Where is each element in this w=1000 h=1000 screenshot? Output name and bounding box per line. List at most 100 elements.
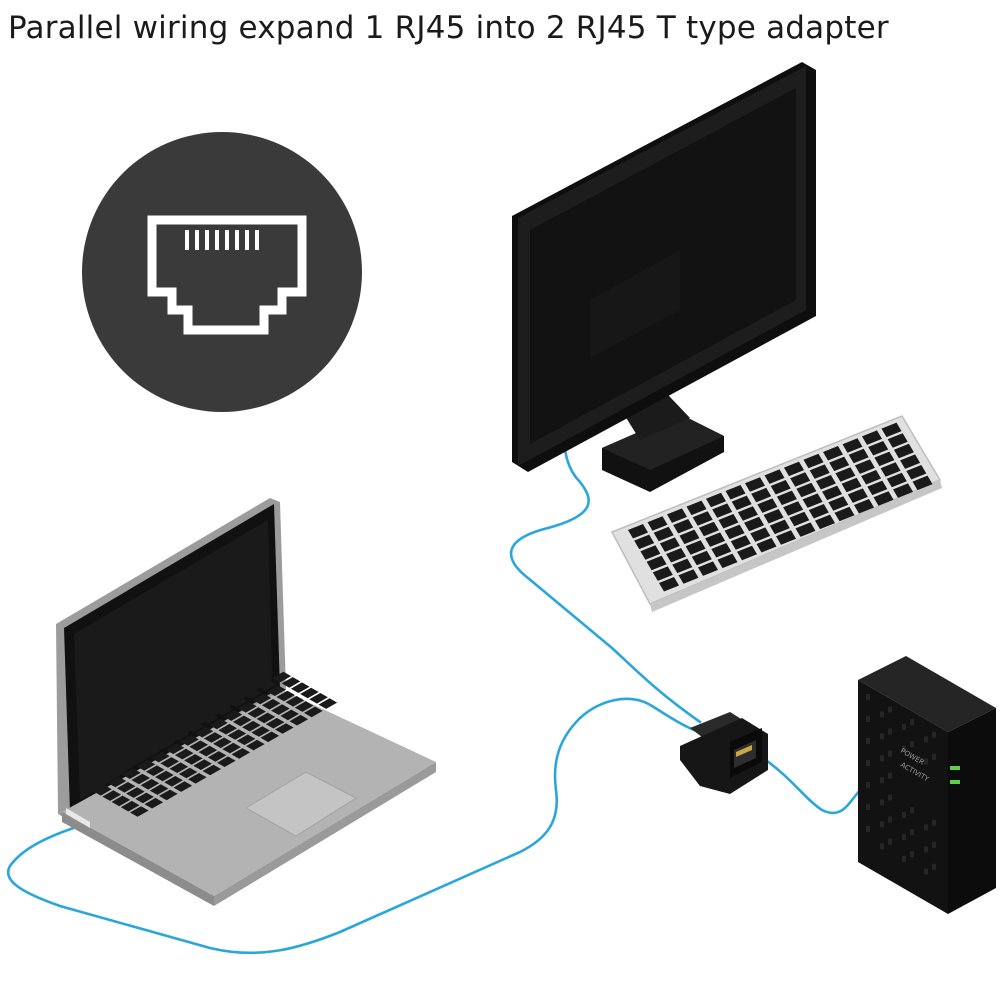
key [229, 696, 248, 708]
key [140, 779, 160, 790]
key [756, 538, 777, 553]
key [784, 461, 804, 477]
key [628, 524, 648, 539]
vent-hole [880, 755, 884, 762]
laptop-keys [84, 671, 338, 817]
key [815, 475, 836, 490]
key [731, 495, 752, 511]
key [634, 534, 655, 550]
key [912, 475, 933, 491]
key [730, 535, 751, 550]
key [712, 503, 733, 518]
key [122, 768, 141, 779]
key [737, 545, 757, 561]
vent-hole [880, 799, 884, 806]
key [887, 433, 908, 448]
key [252, 693, 272, 705]
vent-hole [910, 807, 914, 814]
key [93, 785, 112, 796]
key [267, 685, 286, 696]
key [822, 485, 843, 501]
key [717, 553, 738, 569]
key [745, 477, 765, 492]
power-led [950, 766, 960, 770]
key [198, 745, 218, 757]
t-adapter-icon [680, 712, 768, 794]
vent-hole [902, 855, 906, 862]
key [808, 504, 829, 519]
key [178, 767, 198, 779]
key [718, 514, 739, 529]
key [281, 677, 301, 688]
key [725, 485, 746, 500]
key [842, 438, 863, 453]
key [867, 480, 888, 496]
vent-hole [888, 794, 892, 801]
vent-hole [910, 719, 914, 726]
key [672, 558, 693, 574]
key [776, 530, 796, 545]
monitor-icon [512, 62, 816, 492]
vent-hole [924, 868, 928, 875]
vent-hole [932, 863, 936, 870]
key [900, 454, 921, 469]
vent-hole [880, 733, 884, 740]
key [823, 446, 843, 461]
key [881, 422, 902, 438]
key [763, 509, 784, 524]
keyboard-keys [628, 422, 933, 592]
key [796, 482, 817, 498]
network-cables [6, 428, 862, 955]
key [770, 480, 791, 495]
key [111, 795, 131, 807]
key [217, 756, 236, 767]
key [159, 789, 178, 801]
key [280, 709, 299, 721]
key [848, 448, 869, 464]
key [189, 740, 208, 752]
key [218, 723, 237, 735]
vent-hole [902, 833, 906, 840]
key [854, 499, 874, 514]
vent-hole [866, 804, 870, 810]
key [646, 555, 667, 571]
key [113, 763, 132, 774]
vent-hole [888, 750, 892, 757]
vent-hole [888, 772, 892, 779]
vent-hole [902, 745, 906, 752]
key [666, 548, 687, 563]
key [847, 488, 868, 503]
key [184, 754, 203, 765]
key [232, 715, 252, 727]
key [318, 698, 338, 709]
key [164, 776, 183, 787]
vent-hole [910, 829, 914, 836]
key [659, 577, 679, 592]
key [258, 680, 277, 691]
vent-hole [866, 760, 870, 766]
key [673, 519, 694, 534]
key [165, 743, 185, 755]
key [271, 704, 290, 715]
key [98, 771, 118, 782]
key [678, 569, 699, 584]
key [290, 682, 310, 693]
key [769, 519, 790, 535]
key [289, 714, 309, 726]
key [130, 806, 149, 817]
key [691, 550, 712, 566]
key [223, 710, 243, 721]
key [142, 746, 161, 758]
key [757, 498, 778, 513]
key [251, 726, 270, 737]
vent-hole [932, 731, 936, 738]
key [202, 764, 222, 776]
key [686, 500, 707, 516]
keyboard-icon [610, 415, 942, 612]
router-vents [866, 694, 936, 875]
key [834, 506, 855, 522]
key [815, 514, 835, 530]
vent-hole [880, 711, 884, 718]
key [84, 779, 103, 791]
key [802, 493, 823, 508]
